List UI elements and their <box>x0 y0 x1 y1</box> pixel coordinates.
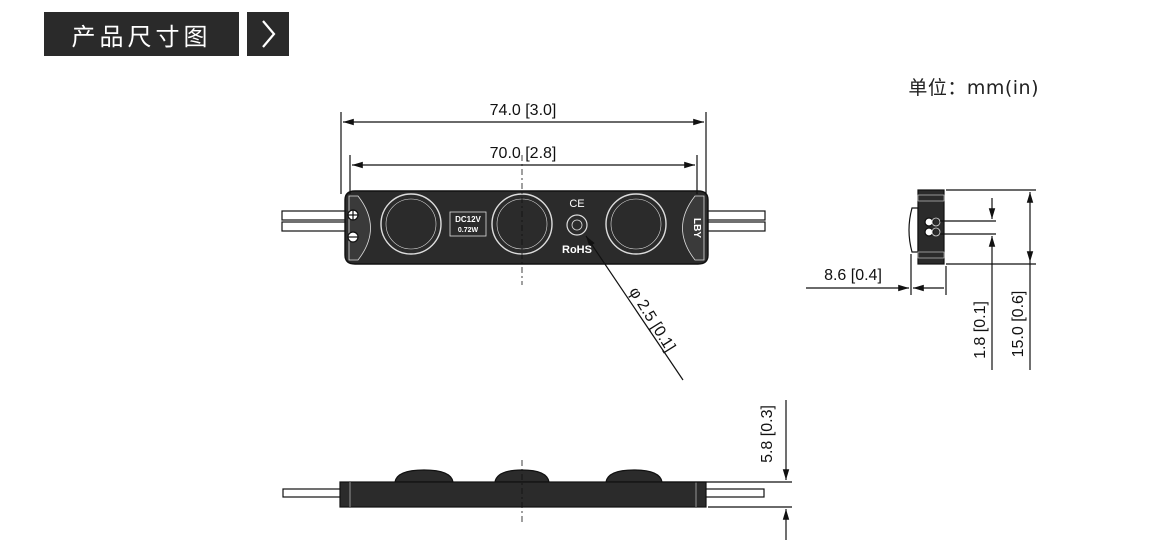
brand-mark: LBY <box>691 218 702 238</box>
dim-hole-spacing: 70.0 [2.8] <box>490 145 557 162</box>
rohs-mark: RoHS <box>562 244 592 256</box>
chevron-button <box>247 12 289 56</box>
chevron-right-icon <box>262 20 276 48</box>
dim-lens-diameter: φ 2.5 [0.1] <box>625 284 678 355</box>
unit-label: 单位：mm(in) <box>908 77 1039 99</box>
dim-overall-height: 15.0 [0.6] <box>1010 291 1027 358</box>
dim-body-height: 5.8 [0.3] <box>759 405 776 463</box>
section-title: 产品尺寸图 <box>44 12 239 56</box>
ce-mark: CE <box>569 198 584 210</box>
module-power: 0.72W <box>458 227 479 234</box>
side-view <box>908 189 945 265</box>
dim-wire-gap: 1.8 [0.1] <box>972 301 989 359</box>
bottom-view <box>282 460 765 522</box>
dim-overall-length: 74.0 [3.0] <box>490 102 557 119</box>
front-view <box>281 155 766 285</box>
module-voltage: DC12V <box>455 215 481 224</box>
dim-side-depth: 8.6 [0.4] <box>824 267 882 284</box>
